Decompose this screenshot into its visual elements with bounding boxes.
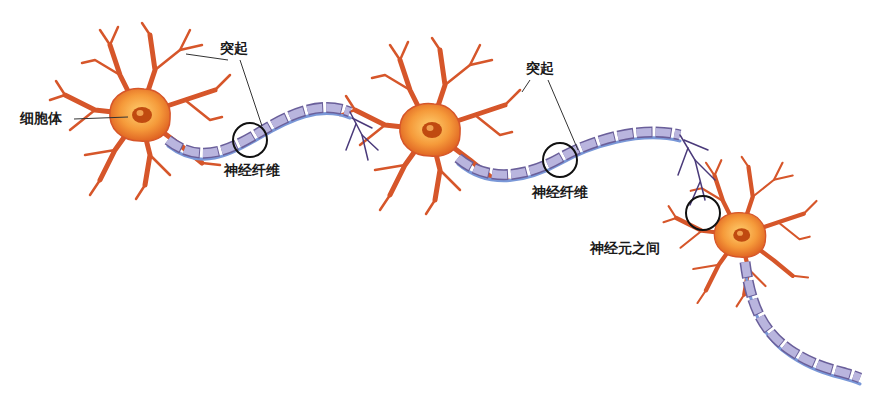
between-neurons-label: 神经元之间 — [588, 240, 662, 257]
nerve-fiber-label: 神经纤维 — [222, 162, 282, 179]
nerve-fiber-label: 神经纤维 — [530, 184, 590, 201]
cell-body-label: 细胞体 — [18, 110, 64, 127]
process-label: 突起 — [524, 60, 556, 77]
process-label: 突起 — [218, 40, 250, 57]
